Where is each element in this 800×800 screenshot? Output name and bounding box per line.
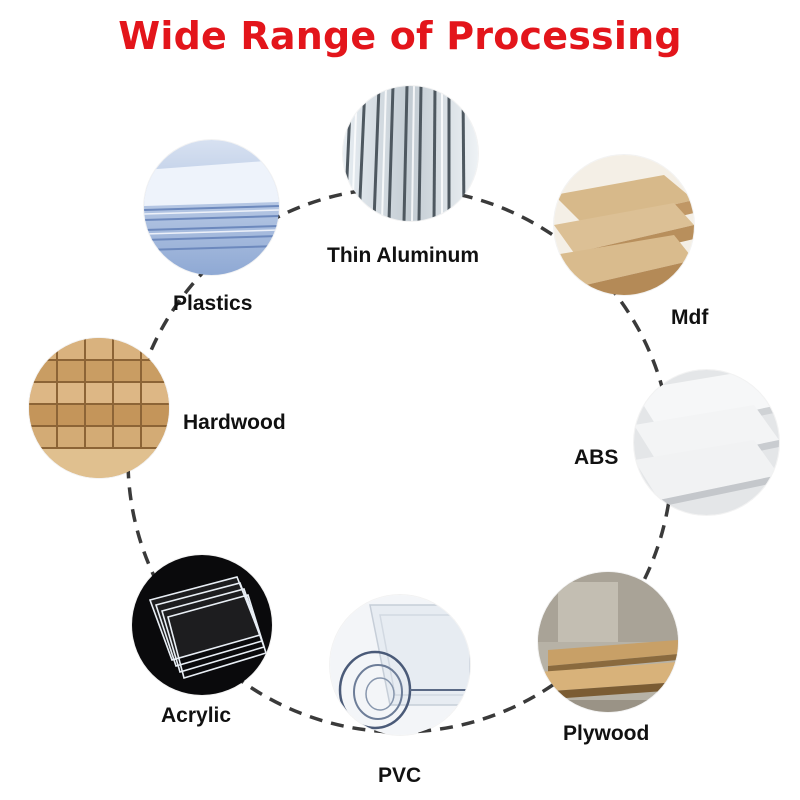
material-label-mdf: Mdf	[671, 306, 709, 329]
aluminum-sheet-image	[343, 86, 478, 221]
material-label-plastics: Plastics	[173, 292, 253, 315]
material-label-plywood: Plywood	[563, 722, 650, 745]
material-label-pvc: PVC	[378, 764, 422, 787]
material-label-hardwood: Hardwood	[183, 411, 286, 434]
plywood-image	[538, 572, 678, 712]
material-label-abs: ABS	[574, 446, 619, 469]
plastic-sheet-image	[144, 140, 279, 275]
hardwood-lumber-image	[29, 338, 169, 478]
acrylic-sheet-image	[132, 555, 272, 695]
page-title: Wide Range of Processing	[118, 14, 682, 58]
mdf-board-image	[554, 155, 694, 295]
pvc-roll-image	[330, 595, 470, 735]
material-label-thin-aluminum: Thin Aluminum	[327, 244, 480, 267]
abs-sheet-image	[634, 370, 779, 515]
material-label-acrylic: Acrylic	[161, 704, 232, 727]
